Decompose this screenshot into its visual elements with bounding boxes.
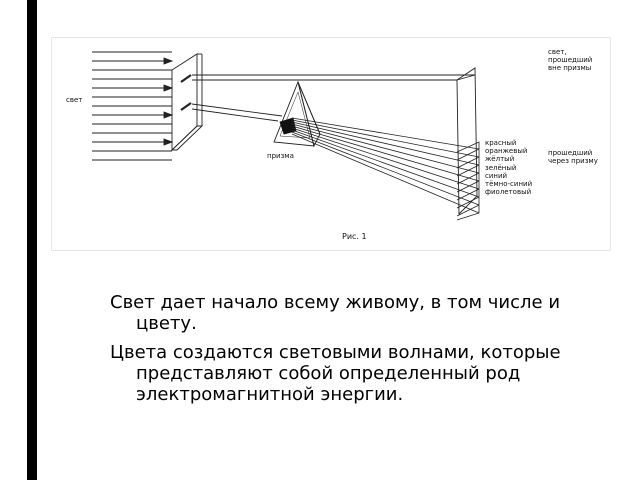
outside-label-line-2: прошедший <box>548 56 593 65</box>
prism-diagram-drawing <box>92 51 480 221</box>
slit-screen <box>170 53 204 152</box>
color-blue: синий <box>485 171 508 180</box>
through-label-line-2: через призму <box>548 157 598 166</box>
color-orange: оранжевый <box>485 147 528 156</box>
body-text: Свет дает начало всему живому, в том чис… <box>110 292 580 413</box>
prism-diagram: свет призма свет, прошедший вне призмы п… <box>52 38 610 250</box>
outside-label-line-1: свет, <box>548 48 567 56</box>
color-dark-blue: тёмно-синий <box>485 180 533 189</box>
outside-label-line-3: вне призмы <box>548 64 592 73</box>
spectrum-color-list: красный оранжевый жёлтый зелёный синий т… <box>485 139 532 196</box>
prism-label: призма <box>267 152 294 160</box>
color-green: зелёный <box>485 163 517 172</box>
through-label-line-1: прошедший <box>548 149 593 157</box>
upper-beam <box>192 74 476 81</box>
figure-caption: Рис. 1 <box>342 232 367 241</box>
through-prism-label: прошедший через призму <box>548 149 598 165</box>
color-red: красный <box>485 139 517 147</box>
prism <box>273 80 321 148</box>
paragraph-2: Цвета создаются световыми волнами, котор… <box>110 342 561 405</box>
light-label: свет <box>66 96 83 104</box>
ray-arrows <box>163 57 174 146</box>
paragraph-1: Свет дает начало всему живому, в том чис… <box>110 292 561 334</box>
color-yellow: жёлтый <box>485 155 515 164</box>
color-violet: фиолетовый <box>485 188 532 197</box>
left-border-bar <box>27 0 37 480</box>
incoming-rays <box>92 51 172 161</box>
projection-screen <box>456 67 478 216</box>
lower-beam <box>191 103 283 122</box>
outside-light-label: свет, прошедший вне призмы <box>548 48 592 73</box>
dispersed-rays <box>279 117 480 221</box>
